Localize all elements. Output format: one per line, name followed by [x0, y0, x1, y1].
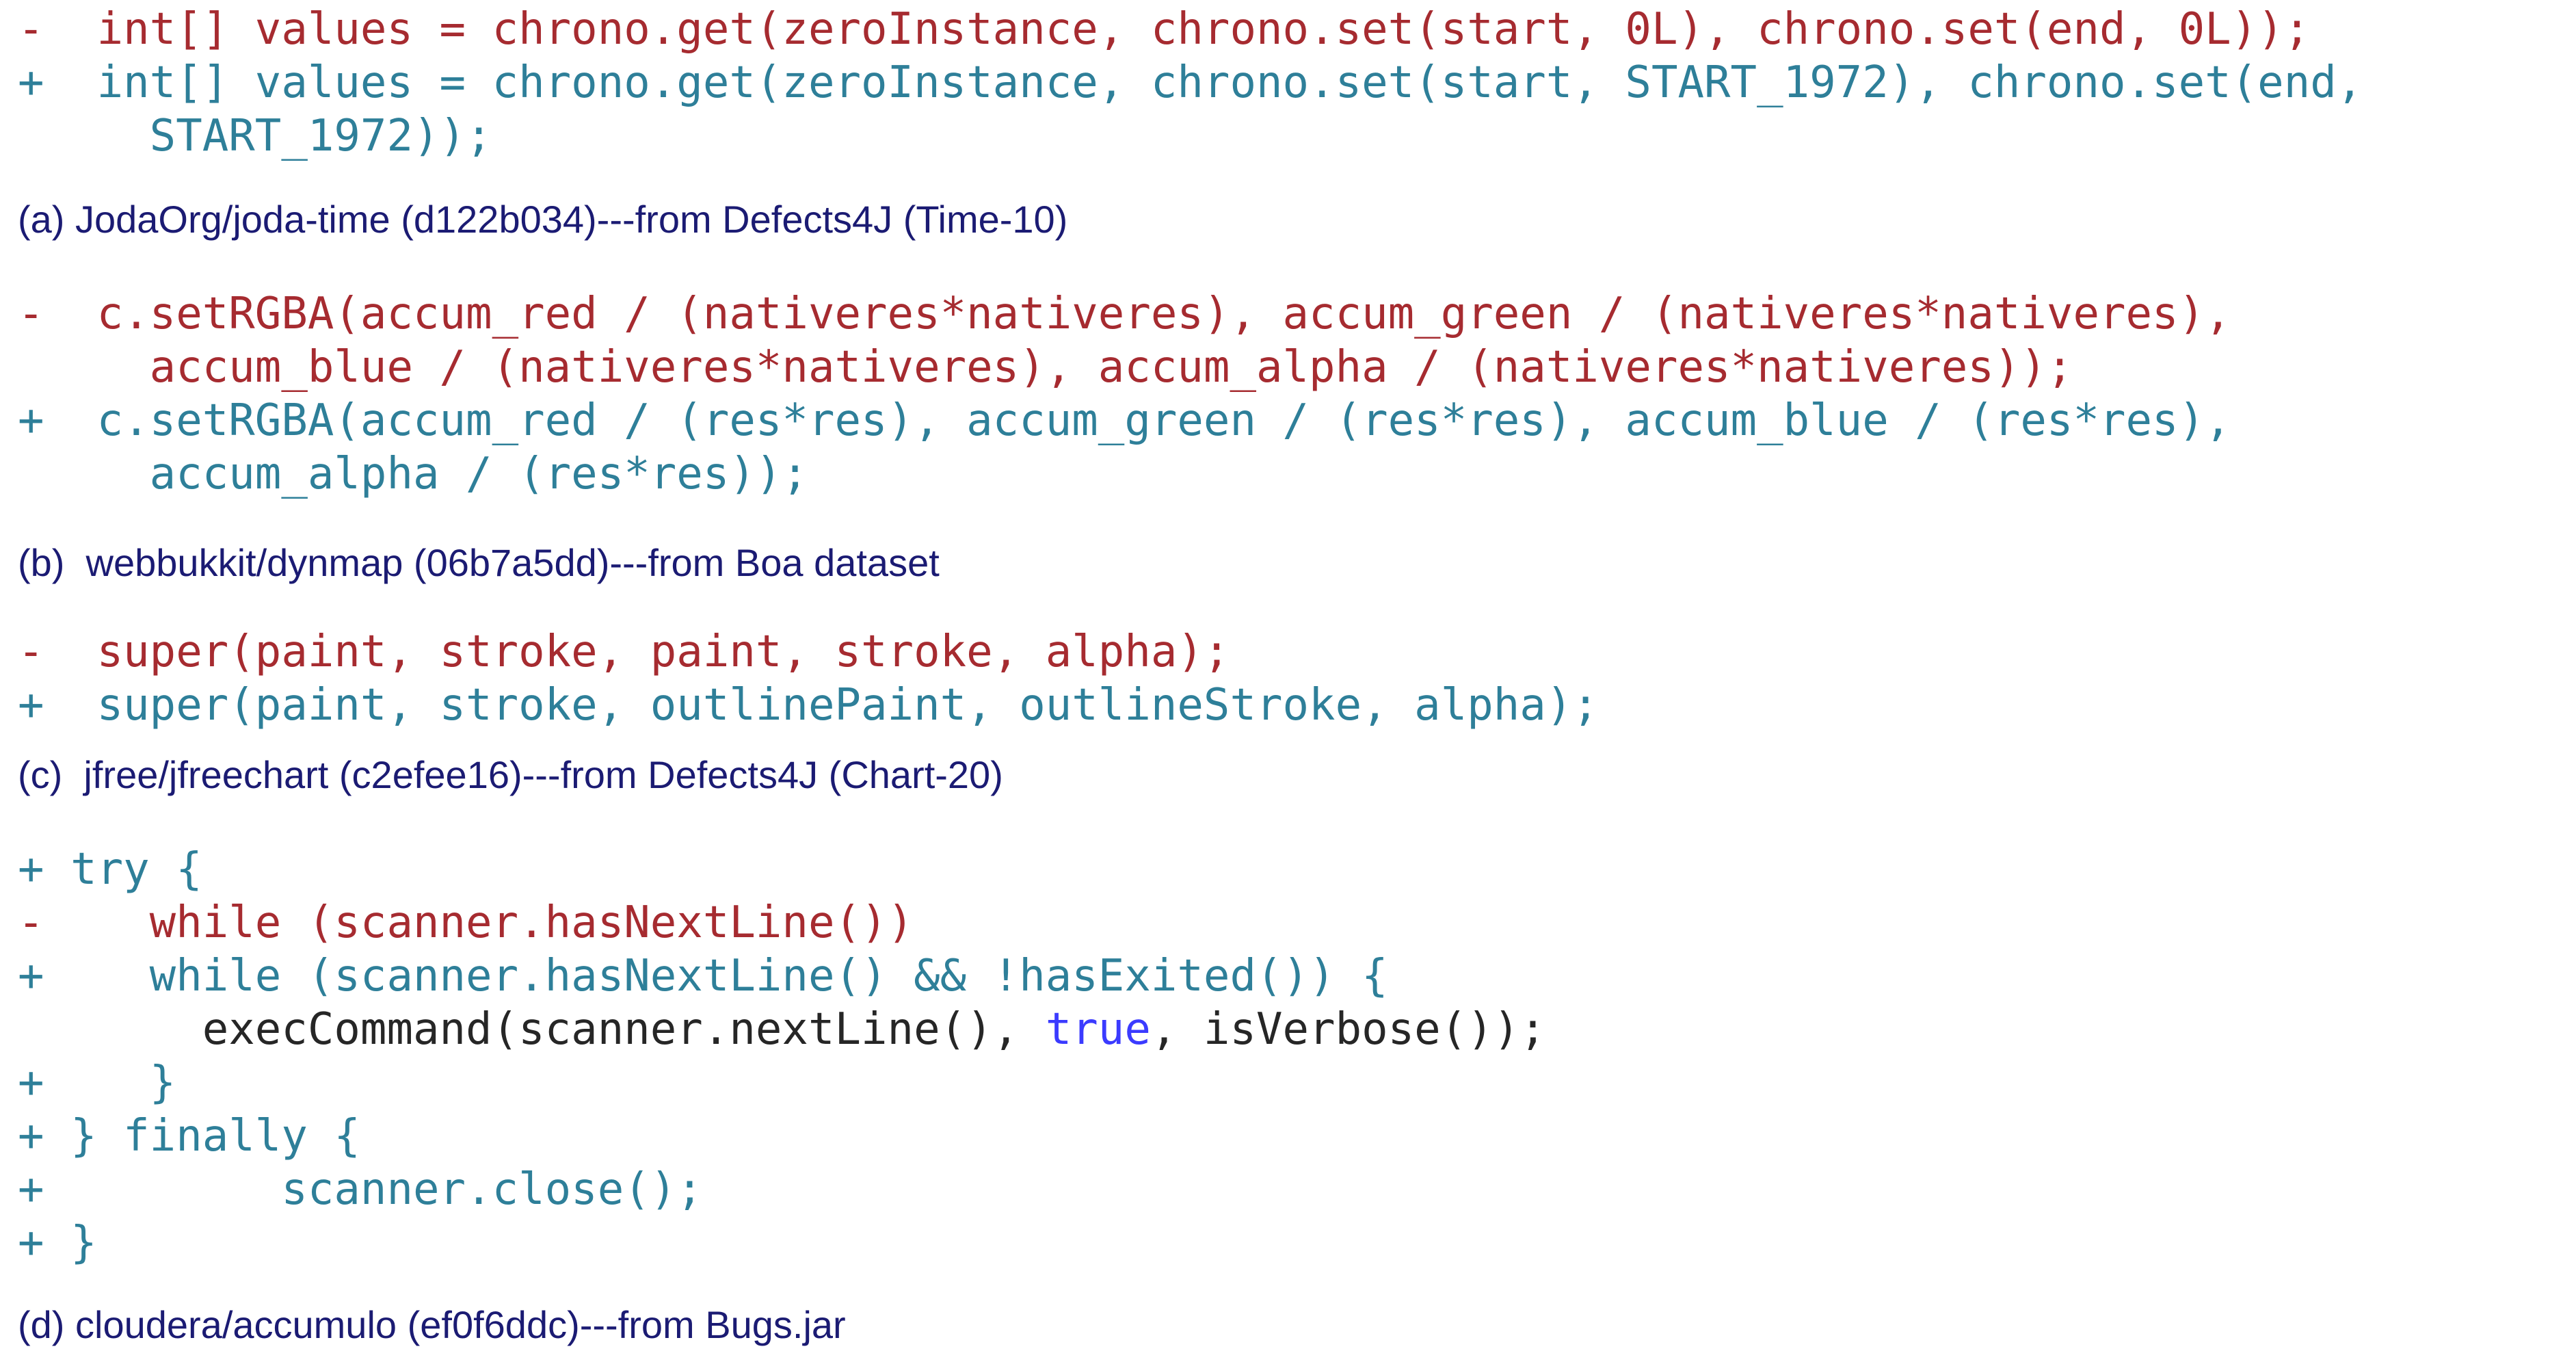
diff-line-deleted: - while (scanner.hasNextLine()) — [18, 896, 2576, 949]
subfigure-c: - super(paint, stroke, paint, stroke, al… — [18, 625, 2576, 799]
code-segment: accum_alpha / (res*res)); — [18, 449, 808, 499]
code-segment: execCommand(scanner.nextLine(), — [18, 1004, 1046, 1055]
diff-line-added: + try { — [18, 843, 2576, 896]
code-segment: - int[] values = chrono.get(zeroInstance… — [18, 4, 2311, 55]
code-segment: - c.setRGBA(accum_red / (nativeres*nativ… — [18, 289, 2231, 339]
subfigure-caption-c: (c) jfree/jfreechart (c2efee16)---from D… — [18, 753, 1003, 796]
code-segment: accum_blue / (nativeres*nativeres), accu… — [18, 342, 2073, 393]
diff-line-added: + while (scanner.hasNextLine() && !hasEx… — [18, 949, 2576, 1003]
code-segment: + super(paint, stroke, outlinePaint, out… — [18, 680, 1599, 731]
diff-line-added: + scanner.close(); — [18, 1163, 2576, 1216]
diff-line-deleted: - super(paint, stroke, paint, stroke, al… — [18, 625, 2576, 679]
code-segment: + int[] values = chrono.get(zeroInstance… — [18, 57, 2363, 108]
subfigure-caption-d: (d) cloudera/accumulo (ef0f6ddc)---from … — [18, 1303, 846, 1346]
code-segment: + } — [18, 1218, 97, 1268]
subfigure-b: - c.setRGBA(accum_red / (nativeres*nativ… — [18, 287, 2576, 587]
subfigure-caption-b: (b) webbukkit/dynmap (06b7a5dd)---from B… — [18, 541, 940, 584]
keyword-token: true — [1045, 1004, 1151, 1055]
code-segment: START_1972)); — [18, 111, 492, 161]
code-segment: + } — [18, 1058, 176, 1108]
code-segment: + try { — [18, 844, 202, 895]
diff-line-deleted: - c.setRGBA(accum_red / (nativeres*nativ… — [18, 287, 2576, 341]
diff-block: - c.setRGBA(accum_red / (nativeres*nativ… — [18, 287, 2576, 501]
code-segment: + } finally { — [18, 1111, 360, 1162]
subfigure-d: + try {- while (scanner.hasNextLine())+ … — [18, 843, 2576, 1349]
diff-block: - super(paint, stroke, paint, stroke, al… — [18, 625, 2576, 732]
diff-line-added: START_1972)); — [18, 109, 2576, 163]
code-segment: - super(paint, stroke, paint, stroke, al… — [18, 627, 1230, 677]
code-segment: + scanner.close(); — [18, 1164, 703, 1215]
diff-line-deleted: accum_blue / (nativeres*nativeres), accu… — [18, 341, 2576, 394]
diff-block: + try {- while (scanner.hasNextLine())+ … — [18, 843, 2576, 1270]
diff-line-added: + c.setRGBA(accum_red / (res*res), accum… — [18, 394, 2576, 447]
diff-line-added: + int[] values = chrono.get(zeroInstance… — [18, 56, 2576, 109]
diff-line-deleted: - int[] values = chrono.get(zeroInstance… — [18, 3, 2576, 56]
code-segment: + while (scanner.hasNextLine() && !hasEx… — [18, 951, 1388, 1001]
diff-line-context: execCommand(scanner.nextLine(), true, is… — [18, 1003, 2576, 1056]
diff-line-added: + } finally { — [18, 1110, 2576, 1163]
subfigure-a: - int[] values = chrono.get(zeroInstance… — [18, 3, 2576, 244]
diff-line-added: accum_alpha / (res*res)); — [18, 447, 2576, 501]
code-segment: - while (scanner.hasNextLine()) — [18, 897, 914, 948]
code-segment: , isVerbose()); — [1150, 1004, 1546, 1055]
subfigure-caption-a: (a) JodaOrg/joda-time (d122b034)---from … — [18, 198, 1068, 241]
code-segment: + c.setRGBA(accum_red / (res*res), accum… — [18, 395, 2231, 446]
diff-line-added: + } — [18, 1216, 2576, 1270]
diff-line-added: + } — [18, 1056, 2576, 1110]
diff-block: - int[] values = chrono.get(zeroInstance… — [18, 3, 2576, 163]
diff-line-added: + super(paint, stroke, outlinePaint, out… — [18, 679, 2576, 732]
